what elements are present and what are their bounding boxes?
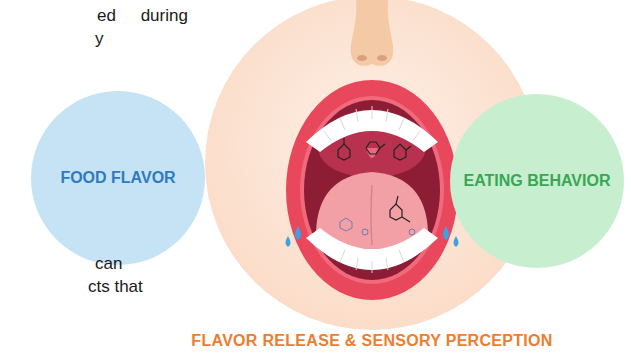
saliva-drop — [295, 226, 301, 240]
food-flavor-circle: FOOD FLAVOR — [31, 91, 205, 265]
circle-label: FOOD FLAVOR — [60, 168, 175, 187]
body-text-fragment: cts that — [88, 277, 143, 297]
aroma-molecules — [338, 138, 411, 222]
circle-label: EATING BEHAVIOR — [464, 171, 611, 190]
body-text-fragment: y — [95, 29, 104, 49]
body-text-fragment: ed during — [97, 6, 188, 26]
nose — [351, 0, 394, 66]
saliva-drop — [443, 226, 449, 240]
mouth-cavity — [304, 100, 440, 280]
region-heading: FLAVOR RELEASE & SENSORY PERCEPTION — [191, 331, 552, 350]
eating-behavior-circle: EATING BEHAVIOR — [450, 94, 624, 268]
body-text-fragment: can — [95, 254, 122, 274]
lips — [286, 80, 458, 300]
